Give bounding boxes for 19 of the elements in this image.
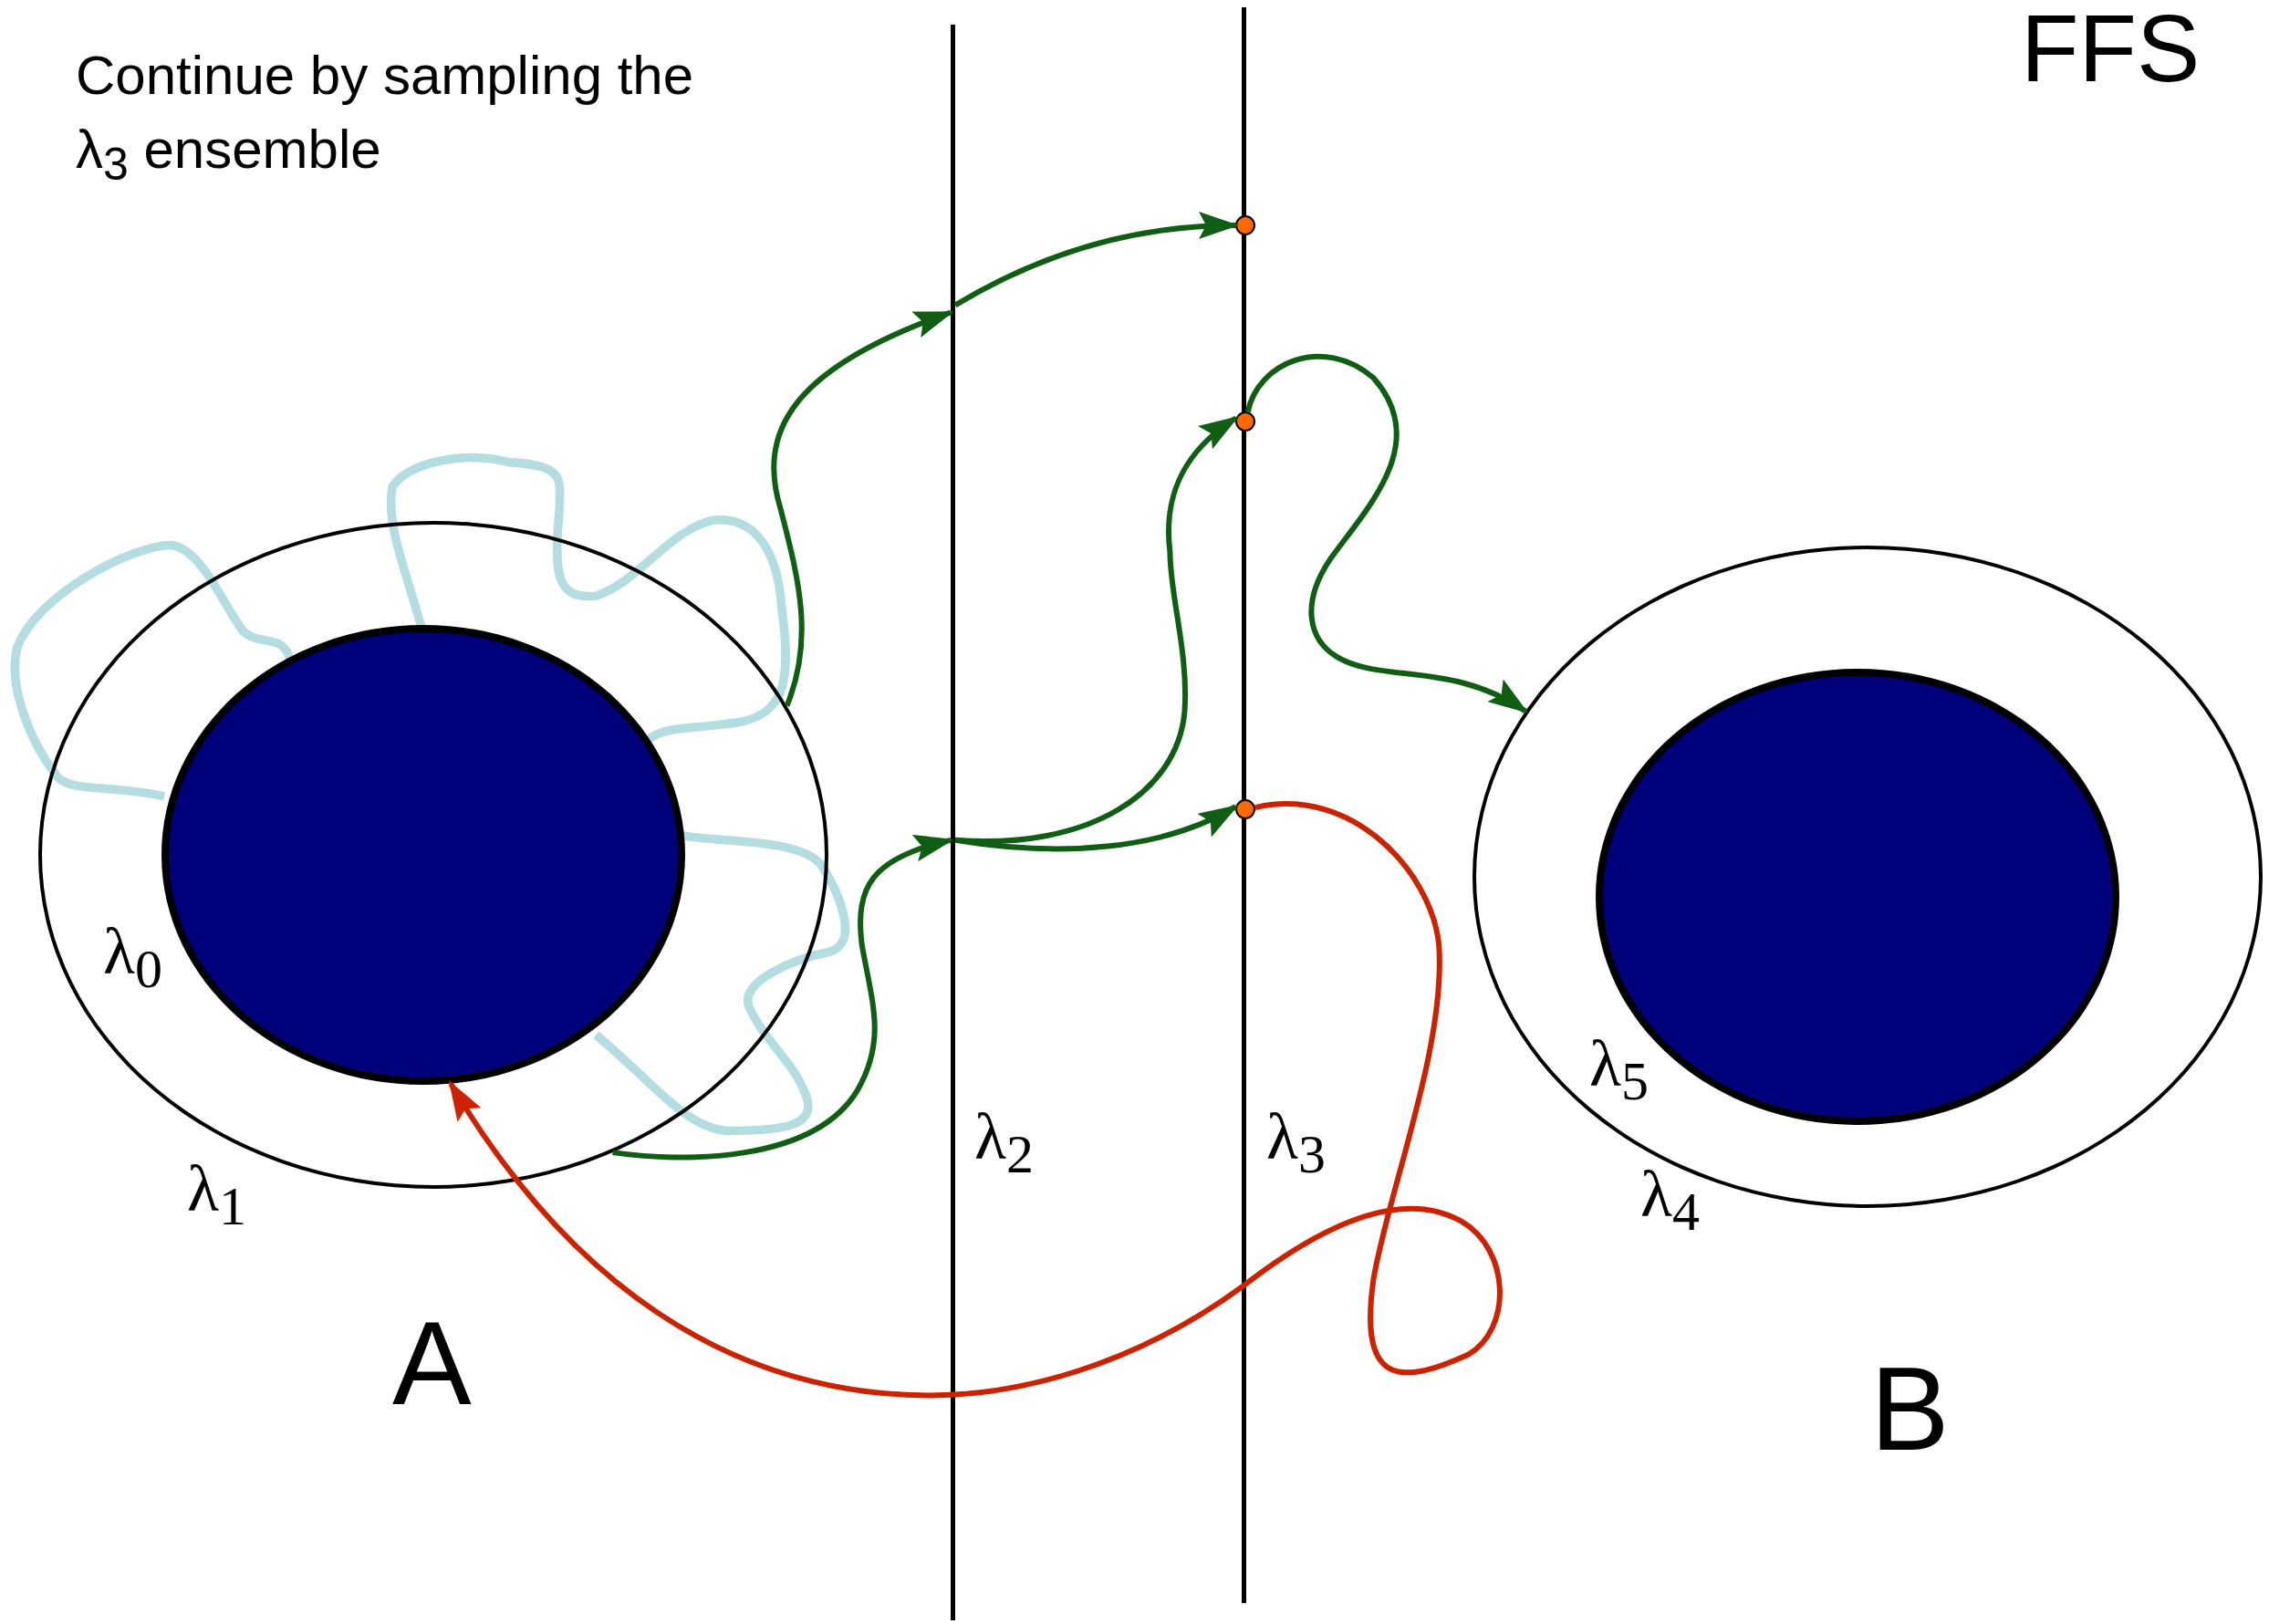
interface-label: λ$_{5}$ <box>1589 1026 1649 1114</box>
interface-label: λ$_{0}$ <box>103 914 162 1002</box>
crossing-point <box>1235 215 1255 235</box>
interface-label: λ$_{4}$ <box>1640 1157 1700 1244</box>
method-label: FFS <box>2021 0 2201 103</box>
interface-label: λ$_{1}$ <box>187 1151 246 1239</box>
interface-label: λ$_{3}$ <box>1266 1099 1326 1187</box>
crossing-point <box>1235 411 1255 432</box>
trajectory-arrow <box>771 309 954 707</box>
trajectory-arrow <box>612 836 954 1161</box>
trajectory-arrow <box>1244 353 1529 714</box>
region-label: B <box>1870 1341 1950 1477</box>
trajectory-arrow <box>448 801 1503 1399</box>
trajectory-arrow <box>953 212 1239 308</box>
trajectory-arrow <box>954 804 1239 852</box>
interface-label: λ$_{2}$ <box>974 1099 1034 1187</box>
heading-text: Continue by sampling the λ$_{3}$ ensemble <box>76 44 695 192</box>
region-label: A <box>392 1296 472 1431</box>
crossing-point <box>1235 799 1255 819</box>
